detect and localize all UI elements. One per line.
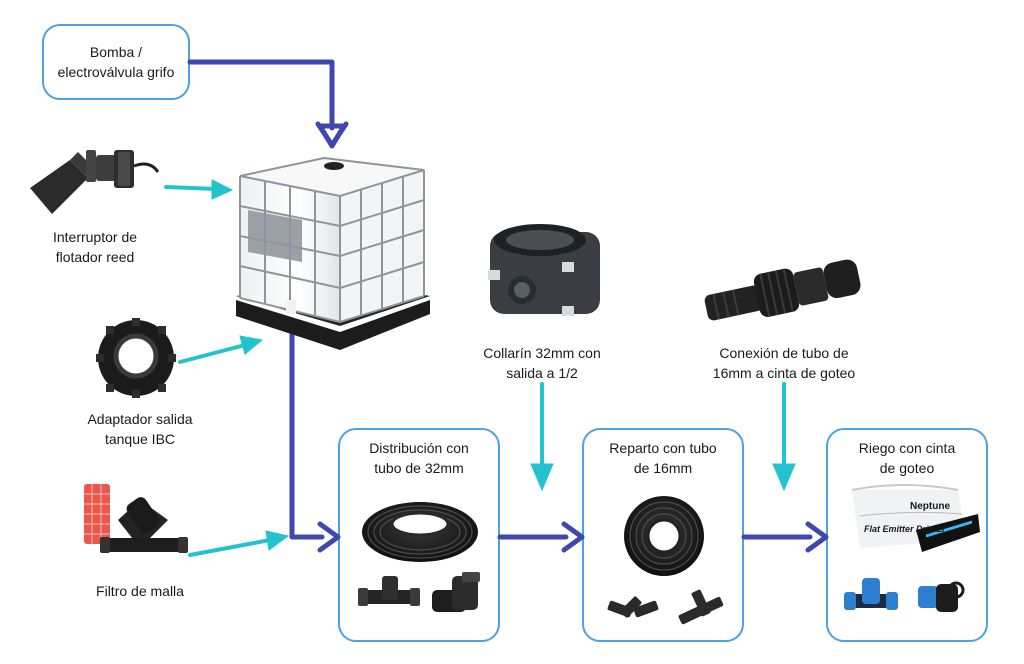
tank-adapter-icon — [96, 318, 176, 398]
distribution-label: Distribución con tubo de 32mm — [369, 440, 469, 476]
irrigation-arrowhead — [805, 521, 829, 553]
connector-label: Conexión de tubo de 16mm a cinta de gote… — [712, 345, 856, 381]
input-arrows — [164, 179, 796, 557]
filter-arrowhead — [265, 530, 290, 551]
elbow-fitting-icon — [432, 572, 480, 612]
pump-label: Bomba / electroválvula grifo — [57, 44, 175, 80]
float-switch-arrowhead — [211, 179, 234, 200]
split-label: Reparto con tubo de 16mm — [609, 440, 717, 476]
ibc-adapter-arrowhead — [239, 335, 264, 355]
collar-label: Collarín 32mm con salida a 1/2 — [483, 345, 601, 381]
connector-arrowhead — [772, 463, 796, 492]
tank-to-distribution-line — [289, 319, 325, 540]
tape-valve-icon — [918, 581, 965, 612]
float-switch-label: Interruptor de flotador reed — [52, 229, 138, 265]
pump-box — [42, 24, 190, 100]
mesh-filter-label: Filtro de malla — [96, 583, 184, 599]
pump-to-tank-line — [187, 59, 335, 131]
ibc-adapter-label: Adaptador salida tanque IBC — [87, 411, 193, 447]
tape-line-text: Flat Emitter Drip Li — [864, 524, 945, 534]
tape-brand-text: Neptune — [910, 501, 950, 512]
ibc-tank-icon — [236, 156, 430, 350]
distribution-arrowhead — [317, 521, 341, 553]
pipe-16-coil-icon — [624, 496, 704, 576]
main-flow — [187, 59, 813, 540]
mesh-filter-icon — [84, 484, 188, 553]
float-switch-icon — [30, 150, 160, 214]
collar-arrowhead — [530, 463, 554, 492]
pipe-collar-icon — [488, 224, 600, 316]
irrigation-label: Riego con cinta de goteo — [858, 440, 956, 476]
elbow-16-fitting-icon — [607, 596, 659, 618]
tee-16-fitting-icon — [678, 589, 724, 625]
main-flow-heads — [315, 121, 829, 553]
tee-fitting-icon — [358, 576, 420, 606]
split-arrowhead — [561, 521, 585, 553]
pipe-32-coil-icon — [362, 502, 478, 562]
drip-tape-roll-icon: Neptune Flat Emitter Drip Li — [851, 484, 980, 552]
tape-connector-icon — [704, 259, 861, 321]
tape-tee-fitting-icon — [844, 578, 898, 610]
